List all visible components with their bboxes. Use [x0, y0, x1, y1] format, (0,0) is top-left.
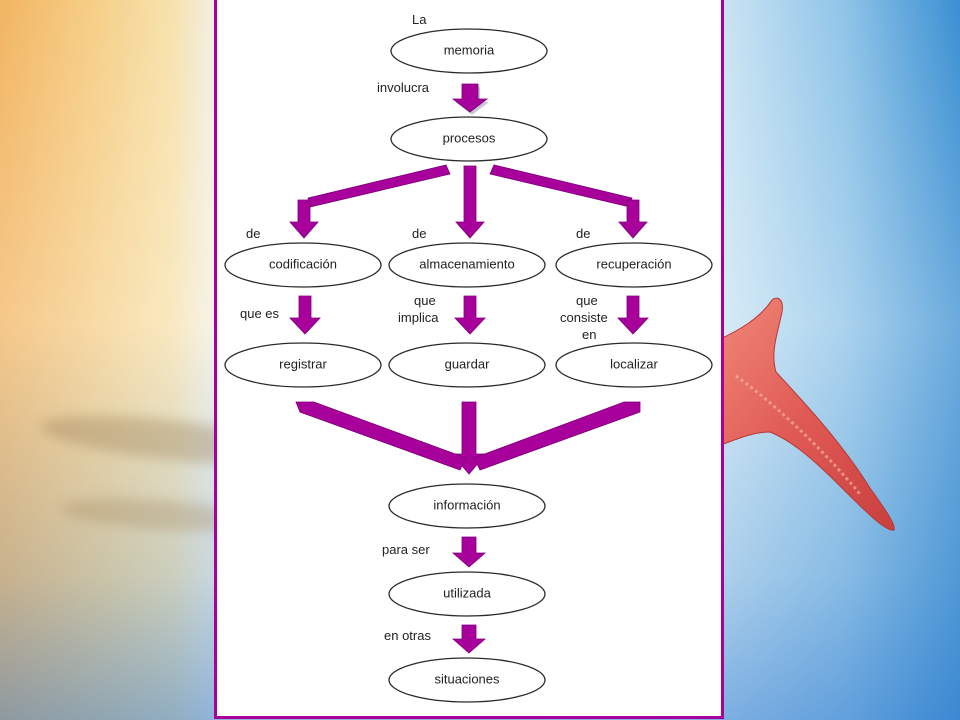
label-de-left: de	[246, 226, 260, 241]
node-codificacion: codificación	[224, 242, 382, 288]
node-situaciones-label: situaciones	[434, 671, 500, 686]
label-que-consiste-line3: en	[582, 327, 596, 342]
label-que-consiste-line1: que	[576, 293, 598, 308]
node-memoria: memoria	[390, 28, 548, 74]
node-localizar: localizar	[555, 342, 713, 388]
arrow-procesos-codificacion	[289, 164, 451, 239]
node-guardar-label: guardar	[445, 356, 490, 371]
arrow-procesos-recuperacion	[489, 164, 648, 239]
node-memoria-label: memoria	[444, 42, 495, 57]
node-recuperacion: recuperación	[555, 242, 713, 288]
arrow-utilizada-situaciones	[451, 624, 487, 654]
arrow-procesos-almacenamiento	[455, 165, 485, 239]
node-utilizada-label: utilizada	[443, 585, 491, 600]
node-informacion-label: información	[433, 497, 500, 512]
node-utilizada: utilizada	[388, 571, 546, 617]
node-procesos: procesos	[390, 116, 548, 162]
node-recuperacion-label: recuperación	[596, 256, 671, 271]
node-situaciones: situaciones	[388, 657, 546, 703]
node-registrar: registrar	[224, 342, 382, 388]
arrow-almacenamiento-guardar	[454, 295, 486, 335]
node-almacenamiento-label: almacenamiento	[419, 256, 514, 271]
arrow-recuperacion-localizar	[617, 295, 649, 335]
label-en-otras: en otras	[384, 628, 431, 643]
arrow-localizar-informacion	[473, 401, 641, 471]
node-registrar-label: registrar	[279, 356, 327, 371]
node-guardar: guardar	[388, 342, 546, 388]
label-involucra: involucra	[377, 80, 430, 95]
label-para-ser: para ser	[382, 542, 430, 557]
diagram-title: La	[412, 12, 427, 27]
arrow-informacion-utilizada	[451, 536, 487, 568]
label-que-consiste-line2: consiste	[560, 310, 608, 325]
label-de-mid: de	[412, 226, 426, 241]
node-almacenamiento: almacenamiento	[388, 242, 546, 288]
label-que-es: que es	[240, 306, 280, 321]
arrow-codificacion-registrar	[289, 295, 321, 335]
arrow-registrar-informacion	[295, 401, 467, 471]
node-informacion: información	[388, 483, 546, 529]
node-localizar-label: localizar	[610, 356, 658, 371]
label-que-implica-line1: que	[414, 293, 436, 308]
node-procesos-label: procesos	[443, 130, 496, 145]
arrow-memoria-procesos	[451, 83, 489, 115]
label-que-implica-line2: implica	[398, 310, 439, 325]
label-de-right: de	[576, 226, 590, 241]
node-codificacion-label: codificación	[269, 256, 337, 271]
